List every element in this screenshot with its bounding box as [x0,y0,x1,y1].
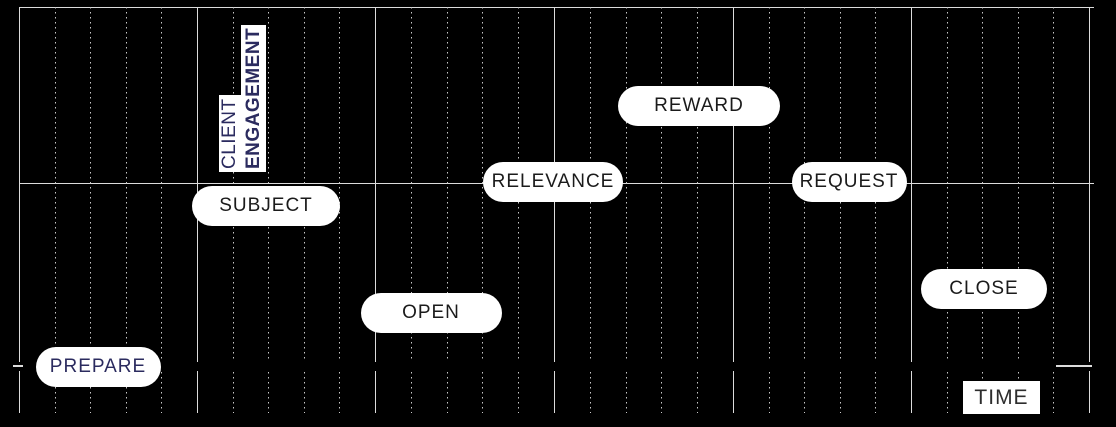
top-gridline [19,7,1094,8]
major-gridline [554,7,555,413]
baseline-tick [13,365,23,367]
minor-gridline [161,7,162,413]
stage-pill-prepare: PREPARE [36,347,161,387]
minor-gridline [447,7,448,413]
minor-gridline [1053,7,1054,413]
minor-gridline [697,7,698,413]
minor-gridline [875,7,876,413]
minor-gridline [769,7,770,413]
minor-gridline [661,7,662,413]
minor-gridline [982,7,983,413]
y-axis-title-line1: CLIENT [219,95,241,172]
baseline-gap [0,362,1116,371]
stage-pill-relevance: RELEVANCE [483,162,623,202]
stage-pill-close: CLOSE [921,269,1047,309]
major-gridline [911,7,912,413]
minor-gridline [1018,7,1019,413]
minor-gridline [804,7,805,413]
y-axis-title-line2: ENGAGEMENT [241,25,266,172]
y-axis-title: CLIENT ENGAGEMENT [219,25,266,172]
minor-gridline [626,7,627,413]
stage-pill-subject: SUBJECT [192,186,340,226]
major-gridline [375,7,376,413]
minor-gridline [590,7,591,413]
major-gridline [19,7,20,413]
stage-pill-open: OPEN [361,293,502,333]
major-gridline [733,7,734,413]
baseline-tick [1056,365,1092,367]
stage-pill-reward: REWARD [618,86,780,126]
minor-gridline [947,7,948,413]
minor-gridline [482,7,483,413]
minor-gridline [840,7,841,413]
minor-gridline [518,7,519,413]
major-gridline [1089,7,1090,413]
minor-gridline [411,7,412,413]
x-axis-title: TIME [963,381,1040,414]
stage-pill-request: REQUEST [792,162,907,202]
